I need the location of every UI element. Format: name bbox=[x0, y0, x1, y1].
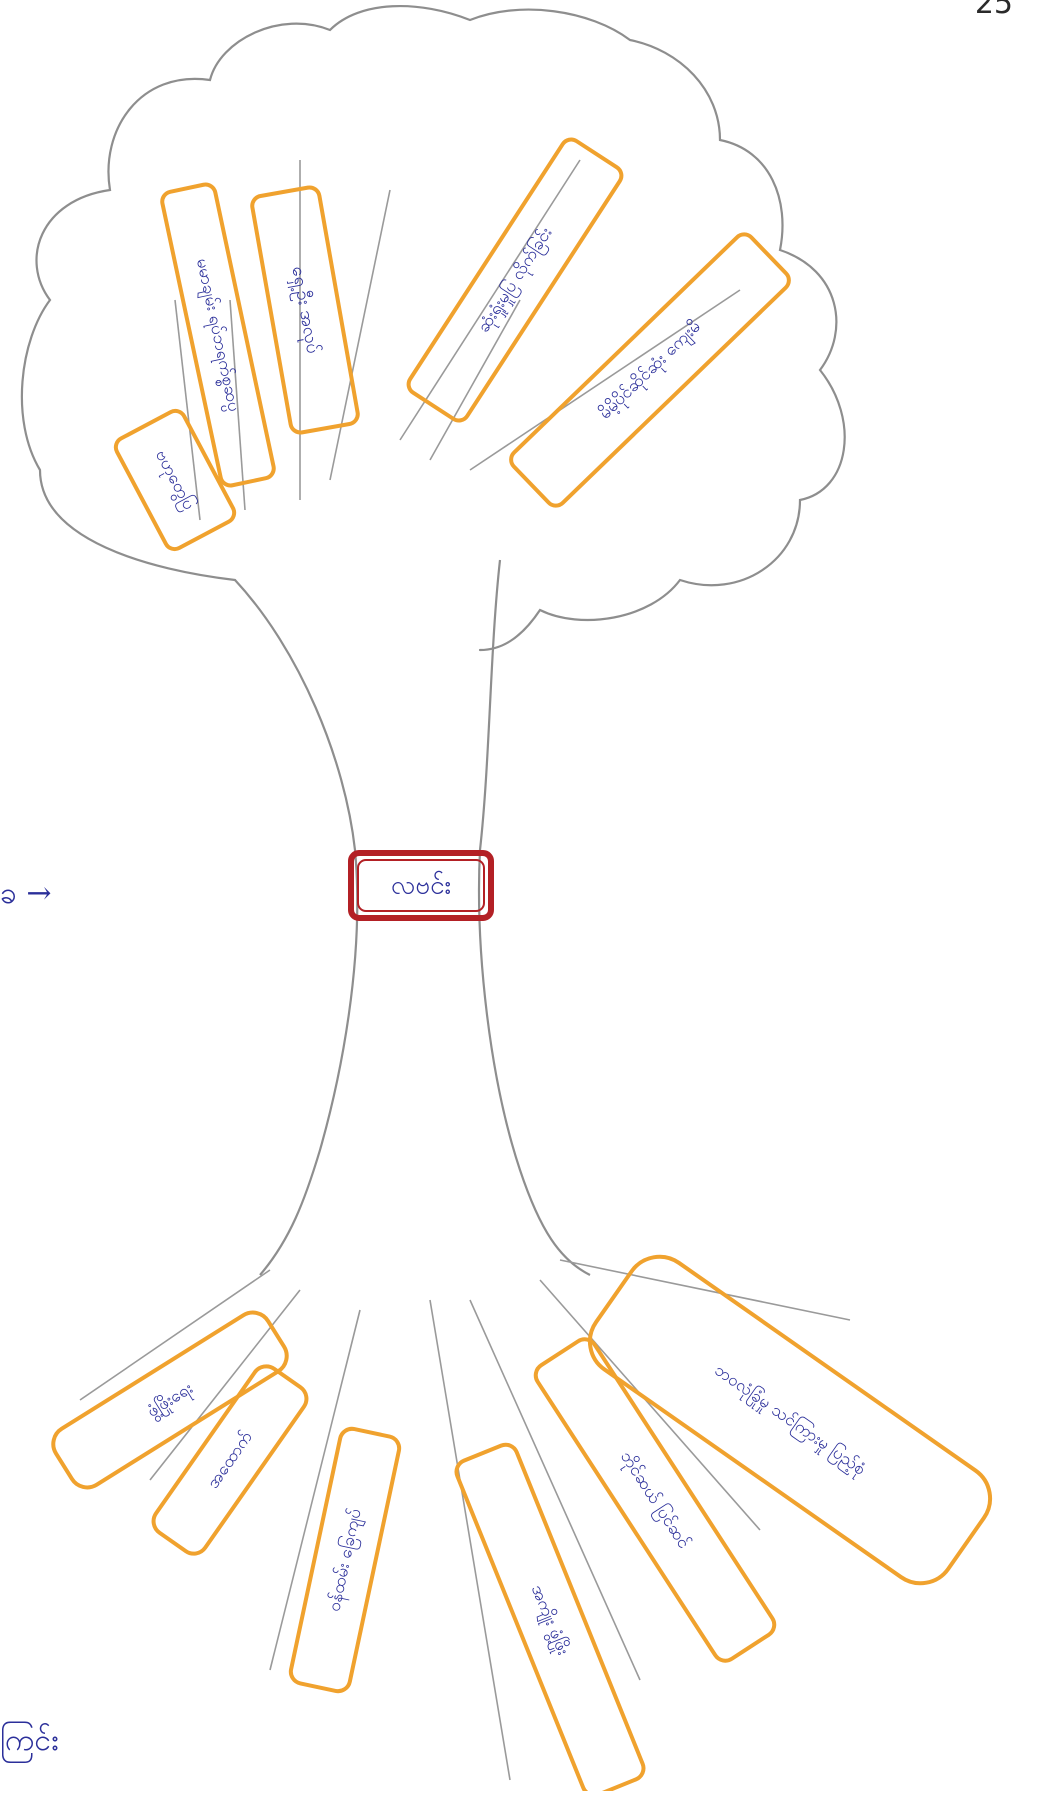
root-label-1: ဖွံ့ဖြိုးရေး bbox=[51, 1310, 289, 1490]
branch-label-5: မိမိ့ပိုင်ဆိုင်ဆုံး ကျေးမိ bbox=[509, 232, 791, 508]
svg-text:ဖွံ့ဖြိုးရေး: ဖွံ့ဖြိုးရေး bbox=[142, 1377, 198, 1425]
svg-text:ဝန်ထမ်း ခြေကျပ်: ဝန်ထမ်း ခြေကျပ် bbox=[322, 1506, 368, 1614]
branch-label-2: မမာချမ်း ရပ်ဘရက်စ္စဆပ္ပ bbox=[160, 182, 276, 488]
svg-text:ဆုံးရှုံးမှုပြ လိုက်ခြင်း: ဆုံးရှုံးမှုပြ လိုက်ခြင်း bbox=[472, 223, 559, 338]
margin-note-arrow: ခ → bbox=[0, 876, 52, 911]
margin-note-bottom: ကြင်း bbox=[0, 1723, 59, 1758]
branch-label-3: ရှေ့ဦး အလုပ် bbox=[250, 185, 360, 435]
tree-trunk-left bbox=[234, 579, 359, 1276]
svg-text:အကျိုး ဖွံ့ဖြိုး: အကျိုး ဖွံ့ဖြိုး bbox=[524, 1581, 575, 1659]
svg-text:မိမိ့ပိုင်ဆိုင်ဆုံး ကျေးမိ: မိမိ့ပိုင်ဆိုင်ဆုံး ကျေးမိ bbox=[595, 317, 707, 426]
branch-label-1: ဗဟုတွေပြ bbox=[113, 408, 237, 552]
tree-trunk-right bbox=[477, 559, 591, 1276]
svg-text:ရှေ့ဦး အလုပ်: ရှေ့ဦး အလုပ် bbox=[285, 265, 324, 356]
svg-text:ဘိုင်ဆယ် ပြင်ဆင်: ဘိုင်ဆယ် ပြင်ဆင် bbox=[614, 1446, 696, 1554]
center-label: လဗင်း bbox=[348, 850, 494, 921]
root-sketch-lines bbox=[79, 1259, 851, 1781]
tree-crown-outline bbox=[20, 4, 846, 652]
svg-text:ဘဝလုံခြုံမှု သင်ကြားမှု ပြည့်စ: ဘဝလုံခြုံမှု သင်ကြားမှု ပြည့်စုံ bbox=[709, 1359, 871, 1483]
page-number: 25 bbox=[974, 0, 1013, 21]
branch-sketch-lines bbox=[174, 159, 741, 521]
root-label-3: ဝန်ထမ်း ခြေကျပ် bbox=[288, 1426, 402, 1694]
svg-text:လဗင်း: လဗင်း bbox=[391, 870, 451, 901]
